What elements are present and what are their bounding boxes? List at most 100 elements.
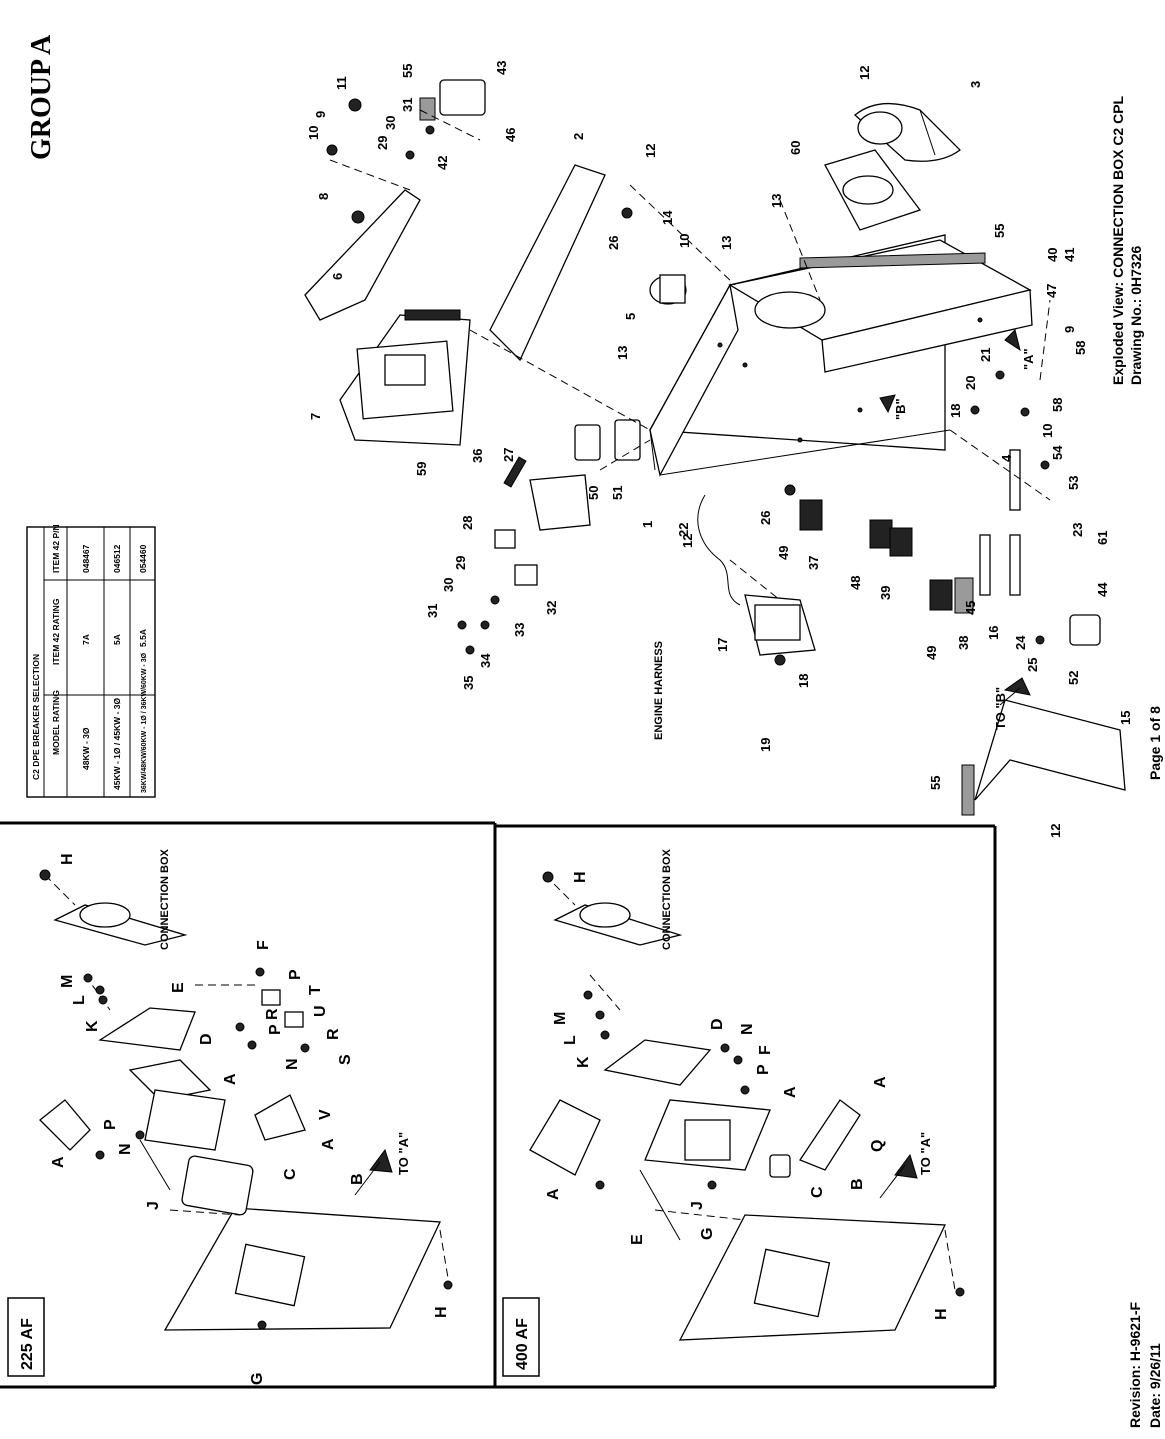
callout-55b: 55: [992, 224, 1007, 238]
callout-label: A: [222, 1073, 239, 1085]
callout-17: 17: [715, 638, 730, 652]
callout-20: 20: [963, 376, 978, 390]
callout-51: 51: [610, 486, 625, 500]
callout-label: P: [102, 1119, 119, 1130]
callout-7: 7: [308, 413, 323, 420]
callout-11: 11: [334, 76, 349, 90]
engine-harness: [697, 494, 816, 656]
callout-label: G: [699, 1228, 716, 1240]
terminal-strip-23a: [1009, 449, 1021, 511]
callout-49b: 49: [924, 646, 939, 660]
breaker-row-1-rating: 7A: [81, 634, 91, 645]
callout-label: B: [849, 1178, 866, 1190]
gasket-55-top: [419, 97, 436, 121]
callout-label: D: [198, 1033, 215, 1045]
callout-label: H: [933, 1308, 950, 1320]
panel-225-to-a: TO "A": [396, 1132, 411, 1175]
callout-41: 41: [1062, 248, 1077, 262]
callout-53: 53: [1066, 476, 1081, 490]
callout-1: 1: [640, 521, 655, 528]
callout-32: 32: [544, 601, 559, 615]
ref-a-label: "A": [1021, 348, 1036, 370]
callout-50: 50: [586, 486, 601, 500]
callout-16: 16: [986, 626, 1001, 640]
callout-24: 24: [1013, 635, 1028, 650]
callout-label: C: [809, 1186, 826, 1198]
callout-9: 9: [313, 111, 328, 118]
panel-400-af: 400 AF CONNECTION BOX TO "A" A A A B: [502, 849, 965, 1377]
callout-label: M: [59, 975, 76, 988]
panel-400-title: 400 AF: [514, 1318, 531, 1370]
callout-27: 27: [501, 448, 516, 462]
callout-label: M: [552, 1012, 569, 1025]
callout-9b: 9: [1062, 326, 1077, 333]
callout-label: B: [349, 1173, 366, 1185]
connector-50: [574, 424, 601, 461]
callout-47: 47: [1044, 284, 1059, 298]
callout-48: 48: [848, 576, 863, 590]
callout-label: C: [282, 1168, 299, 1180]
callout-26b: 26: [758, 511, 773, 525]
callout-12b: 12: [857, 66, 872, 80]
callout-label: Q: [869, 1140, 886, 1152]
callout-label: E: [170, 982, 187, 993]
breaker-row-1-pn: 048467: [81, 544, 91, 573]
breaker-row-3-rating: 5.5A: [138, 629, 148, 647]
callout-42: 42: [435, 156, 450, 170]
callout-55c: 55: [928, 776, 943, 790]
breaker-row-1-model: 48KW - 3Ø: [81, 727, 91, 770]
callout-label: F: [757, 1045, 774, 1055]
callout-5: 5: [623, 313, 638, 320]
breaker-table-header-rating: ITEM 42 RATING: [51, 598, 61, 665]
panel-225-title: 225 AF: [19, 1318, 36, 1370]
callout-label: K: [575, 1056, 592, 1068]
callout-43: 43: [494, 61, 509, 75]
callout-18: 18: [796, 674, 811, 688]
callout-label: A: [50, 1156, 67, 1168]
callout-30: 30: [383, 116, 398, 130]
callout-54: 54: [1050, 445, 1065, 460]
terminal-block-49b: [929, 579, 953, 611]
callout-13: 13: [769, 194, 784, 208]
callout-45: 45: [963, 601, 978, 615]
callout-10b: 10: [1040, 424, 1055, 438]
callout-label: N: [739, 1023, 756, 1035]
breaker-table-header-pn: ITEM 42 P/N: [51, 524, 61, 573]
callout-14: 14: [660, 210, 675, 225]
breaker-row-2-pn: 046512: [112, 544, 122, 573]
main-exploded-view: ENGINE HARNESS TO "B" "A" "B" 1 2 3 4 5 …: [304, 61, 1133, 838]
page-number: Page 1 of 8: [1147, 706, 1163, 780]
bracket-6: [304, 189, 421, 321]
drawing-number: Drawing No.: 0H7326: [1128, 246, 1144, 385]
callout-label: R: [264, 1008, 281, 1020]
callout-8: 8: [316, 193, 331, 200]
callout-label: L: [562, 1035, 579, 1045]
breaker-module-7: [339, 309, 471, 446]
callout-label: P: [287, 969, 304, 980]
callout-31: 31: [400, 98, 415, 112]
callout-28: 28: [460, 516, 475, 530]
callout-22: 22: [676, 523, 691, 537]
callout-label: S: [337, 1054, 354, 1065]
terminal-28: [494, 529, 516, 549]
cover-38: [954, 577, 974, 614]
callout-label: H: [59, 853, 76, 865]
callout-19: 19: [758, 738, 773, 752]
callout-label: J: [145, 1201, 162, 1210]
to-b-label: TO "B": [993, 687, 1008, 730]
callout-label: V: [317, 1109, 334, 1120]
block-52: [1069, 614, 1101, 646]
callout-3: 3: [968, 81, 983, 88]
group-title: GROUP A: [26, 34, 57, 160]
callout-12: 12: [643, 144, 658, 158]
callout-13c: 13: [615, 346, 630, 360]
main-callouts: 1 2 3 4 5 6 7 8 9 10 11 12 12 12 12 13 1…: [306, 61, 1133, 838]
gasket-55-bottom: [961, 764, 975, 816]
callout-label: H: [572, 871, 589, 883]
breaker-row-3-pn: 054460: [138, 544, 148, 573]
callout-61: 61: [1095, 531, 1110, 545]
terminal-block-48a: [869, 519, 893, 549]
callout-12c: 12: [680, 534, 695, 548]
panel-225-af: 225 AF CONNECTION BOX TO "A": [7, 849, 453, 1385]
